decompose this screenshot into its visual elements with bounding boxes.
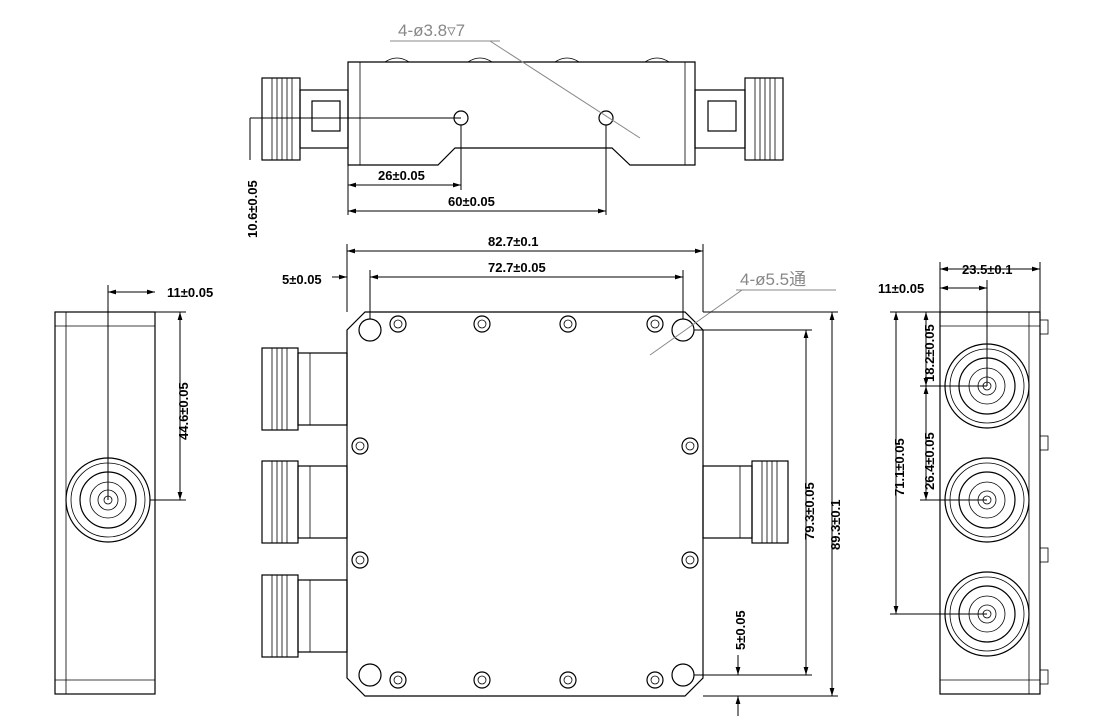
dim-label-right-bottom-connector: 71.1±0.05 (892, 438, 907, 496)
right-view: 23.5±0.1 11±0.05 18.2±0.05 26.4±0.05 71.… (878, 262, 1049, 695)
top-view-connector-left (261, 77, 349, 161)
right-view-body (939, 311, 1041, 695)
dim-label-right-connector-offset: 11±0.05 (878, 281, 924, 296)
main-connector-left-3 (261, 574, 348, 658)
top-view-screws (384, 57, 670, 63)
top-view-body (347, 61, 696, 166)
cover-screws (351, 315, 699, 689)
mount-hole-top-left (358, 318, 382, 342)
dim-label-right-top-connector: 18.2±0.05 (922, 324, 937, 382)
dim-label-right-connector-pitch: 26.4±0.05 (922, 432, 937, 490)
top-view: 4-ø3.8▿7 10.6±0.05 26±0.05 60±0.05 (245, 21, 784, 238)
mount-hole-bottom-left (358, 663, 382, 687)
right-view-screw-bumps (1039, 319, 1049, 685)
left-view-body (54, 311, 156, 695)
main-view-body (346, 311, 704, 697)
dim-label-hole-span-y: 79.3±0.05 (802, 482, 817, 540)
dim-label-overall-height: 89.3±0.1 (828, 499, 843, 550)
left-view: 11±0.05 44.6±0.05 (54, 285, 213, 695)
main-connector-left-1 (261, 347, 348, 431)
dim-label-top-height: 10.6±0.05 (245, 180, 260, 238)
dim-label-first-hole: 26±0.05 (378, 168, 425, 183)
dim-label-left-connector-offset: 11±0.05 (167, 285, 213, 300)
main-hole-callout-label: 4-ø5.5通 (740, 270, 806, 289)
dim-label-left-connector-height: 44.6±0.05 (176, 382, 191, 440)
main-hole-callout-leader (649, 289, 743, 356)
dim-label-right-width: 23.5±0.1 (962, 262, 1013, 277)
dim-label-bottom-offset: 5±0.05 (733, 610, 748, 650)
dim-label-edge-offset: 5±0.05 (282, 272, 322, 287)
dim-label-overall-width: 82.7±0.1 (488, 234, 539, 249)
top-view-connector-right (694, 77, 784, 161)
main-connector-left-2 (261, 460, 348, 544)
mount-hole-bottom-right (671, 663, 695, 687)
main-connector-right (702, 460, 789, 544)
main-view: 82.7±0.1 72.7±0.05 5±0.05 4-ø5.5通 79.3±0… (261, 234, 843, 716)
dim-label-hole-span-x: 72.7±0.05 (488, 260, 546, 275)
dim-label-hole-spacing: 60±0.05 (448, 194, 495, 209)
top-hole-callout-label: 4-ø3.8▿7 (398, 21, 465, 40)
top-hole-callout-leader (489, 40, 641, 139)
